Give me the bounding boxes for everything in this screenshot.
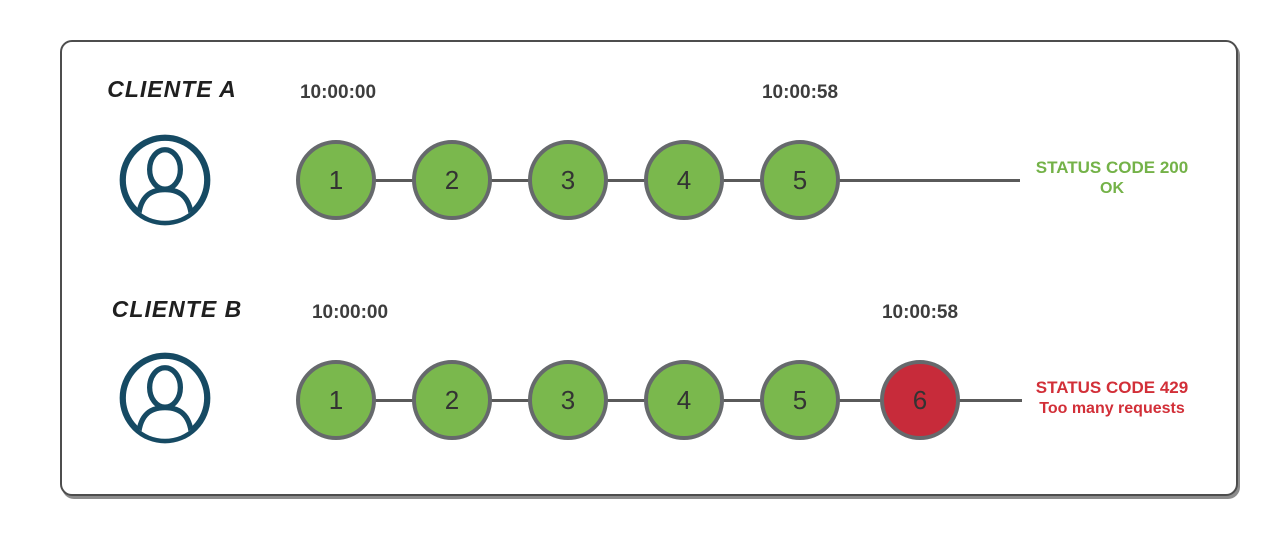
- request-circle-a2: 2: [412, 140, 492, 220]
- request-circle-b5: 5: [760, 360, 840, 440]
- request-circle-b2: 2: [412, 360, 492, 440]
- client-b-avatar: [117, 350, 213, 446]
- request-circle-a4: 4: [644, 140, 724, 220]
- request-circle-b6-rate-limited: 6: [880, 360, 960, 440]
- request-circle-a3: 3: [528, 140, 608, 220]
- request-circle-b4: 4: [644, 360, 724, 440]
- client-b-status-code: STATUS CODE 429: [1035, 378, 1189, 397]
- user-avatar-icon: [117, 352, 213, 450]
- diagram-panel: [60, 40, 1238, 496]
- request-circle-b1: 1: [296, 360, 376, 440]
- user-avatar-icon: [117, 134, 213, 232]
- client-a-status-text: OK: [1100, 180, 1124, 197]
- client-a-window-start-time: 10:00:00: [299, 82, 377, 103]
- client-a-status: STATUS CODE 200 OK: [1022, 157, 1202, 199]
- request-circle-b3: 3: [528, 360, 608, 440]
- client-b-status: STATUS CODE 429 Too many requests: [1022, 377, 1202, 419]
- client-a-window-end-time: 10:00:58: [761, 82, 839, 103]
- client-b-window-end-time: 10:00:58: [881, 302, 959, 323]
- client-b-window-start-time: 10:00:00: [311, 302, 389, 323]
- request-circle-a1: 1: [296, 140, 376, 220]
- client-b-label: CLIENTE B: [111, 296, 243, 322]
- client-a-status-code: STATUS CODE 200: [1035, 158, 1189, 177]
- request-circle-a5: 5: [760, 140, 840, 220]
- client-a-label: CLIENTE A: [107, 76, 237, 102]
- client-b-status-text: Too many requests: [1039, 400, 1185, 417]
- client-a-avatar: [117, 132, 213, 228]
